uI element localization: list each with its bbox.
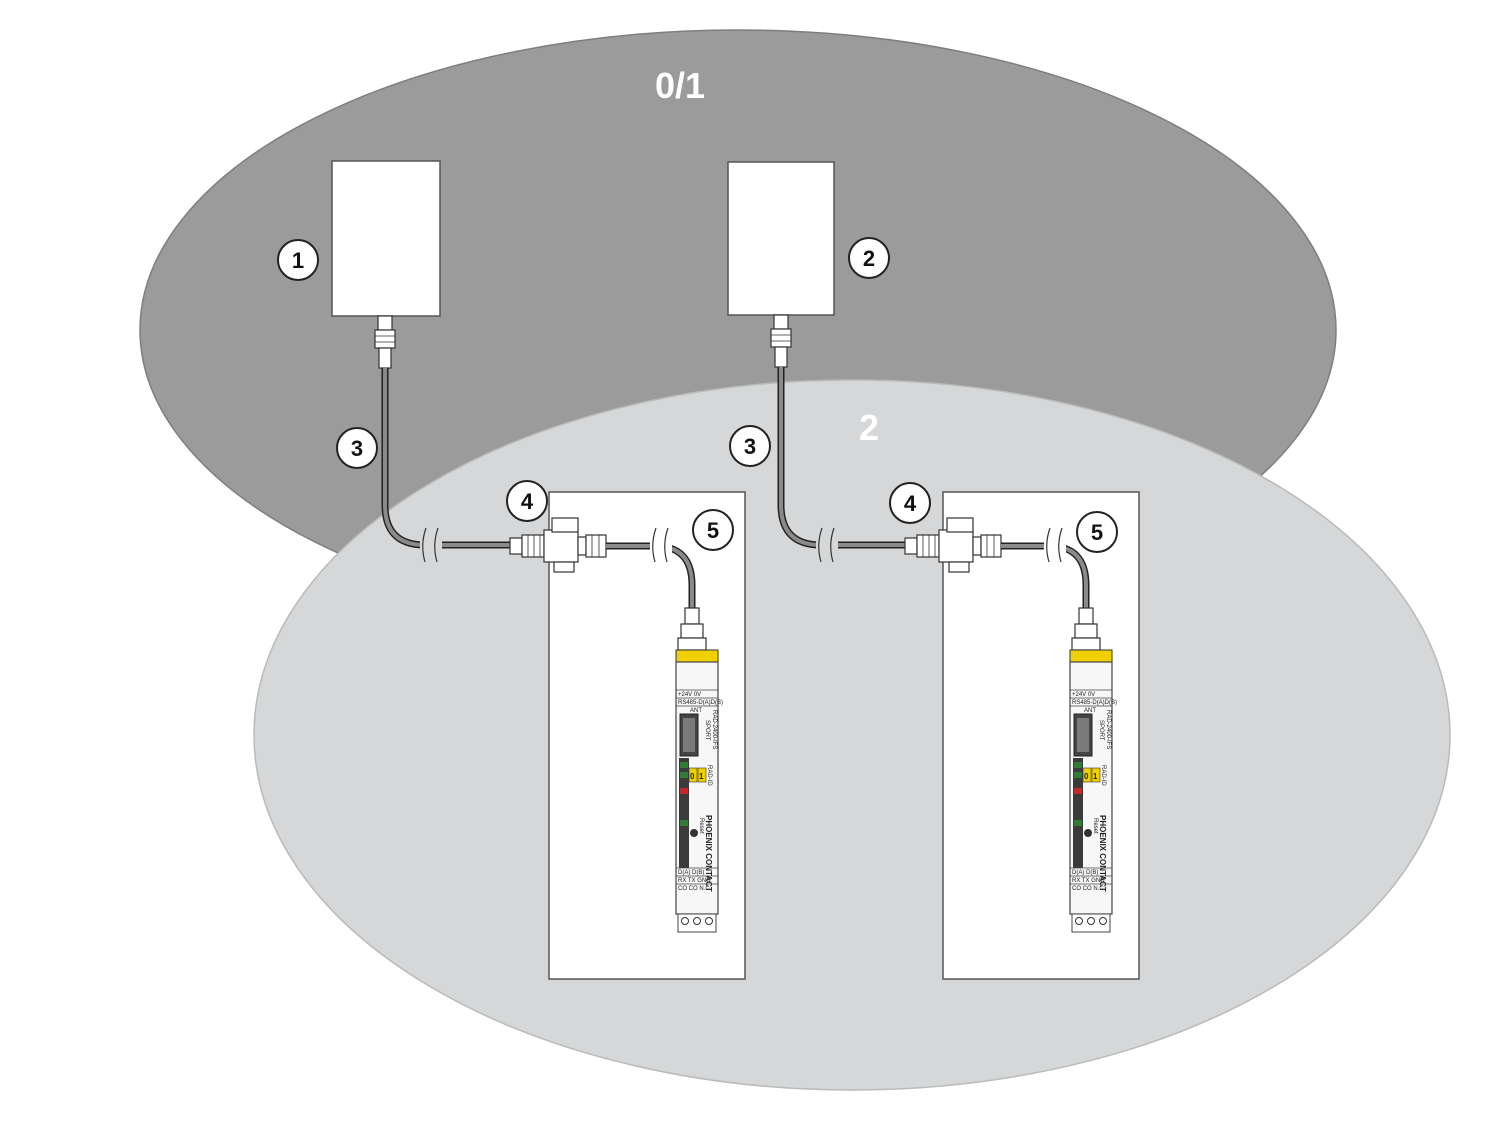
callout-number: 3 (351, 436, 363, 461)
module-label-row3: CO CO N.C. (1072, 886, 1106, 892)
module-label-digit-0: 0 (690, 772, 695, 781)
surge-protector-right (904, 517, 1002, 573)
module-label-row2: RX TX GND (1072, 878, 1105, 884)
module-label-row2: RX TX GND (678, 878, 711, 884)
callout-5-right: 5 (1076, 511, 1118, 553)
radio-module-left: +24V 0V RS485-D(A)D(B) ANT SPORT RAD-240… (675, 607, 723, 933)
callout-number: 5 (1091, 520, 1103, 545)
callout-number: 3 (744, 434, 756, 459)
zone-2-area (253, 379, 1451, 1091)
callout-number: 4 (521, 489, 534, 514)
callout-3-left: 3 (336, 427, 378, 469)
cable-break-left (420, 527, 442, 563)
surge-protector-left (509, 517, 607, 573)
module-label-digit-1: 1 (1093, 772, 1098, 781)
module-label-rs485: RS485-D(A)D(B) (1072, 700, 1117, 706)
module-label-brand: PHOENIX CONTACT (1098, 815, 1107, 892)
radio-module-right: +24V 0V RS485-D(A)D(B) ANT SPORT RAD-240… (1069, 607, 1117, 933)
callout-number: 1 (292, 248, 304, 273)
cable-break-right (816, 527, 838, 563)
module-label-row3: CO CO N.C. (678, 886, 712, 892)
module-label-power: +24V 0V (678, 692, 701, 698)
module-label-rs485: RS485-D(A)D(B) (678, 700, 723, 706)
callout-number: 2 (863, 246, 875, 271)
module-label-digit-1: 1 (699, 772, 704, 781)
antenna-right (727, 161, 835, 368)
callout-number: 5 (707, 518, 719, 543)
callout-number: 4 (904, 491, 917, 516)
cable-break-right-2 (1044, 527, 1066, 563)
module-label-row1: D(A) D(B) (1072, 870, 1098, 876)
module-label-row1: D(A) D(B) (678, 870, 704, 876)
module-label-ant: ANT (1084, 708, 1096, 714)
callout-2: 2 (848, 237, 890, 279)
callout-1: 1 (277, 239, 319, 281)
module-label-sport: SPORT (704, 720, 710, 741)
module-label-reset: Reset (1092, 818, 1098, 834)
module-label-rad-id: RAD-ID (1100, 765, 1106, 786)
callout-5-left: 5 (692, 509, 734, 551)
callout-3-right: 3 (729, 425, 771, 467)
cable-break-left-2 (650, 527, 672, 563)
callout-4-right: 4 (889, 482, 931, 524)
module-label-brand: PHOENIX CONTACT (704, 815, 713, 892)
module-label-digit-0: 0 (1084, 772, 1089, 781)
zone-2-label: 2 (859, 407, 879, 448)
antenna-left (331, 160, 441, 369)
module-label-model: RAD-2400-IFS (1105, 710, 1111, 749)
callout-4-left: 4 (506, 480, 548, 522)
zone-0-1-label: 0/1 (655, 65, 705, 106)
module-label-model: RAD-2400-IFS (711, 710, 717, 749)
module-label-power: +24V 0V (1072, 692, 1095, 698)
module-label-ant: ANT (690, 708, 702, 714)
module-label-sport: SPORT (1098, 720, 1104, 741)
module-label-reset: Reset (698, 818, 704, 834)
module-label-rad-id: RAD-ID (706, 765, 712, 786)
